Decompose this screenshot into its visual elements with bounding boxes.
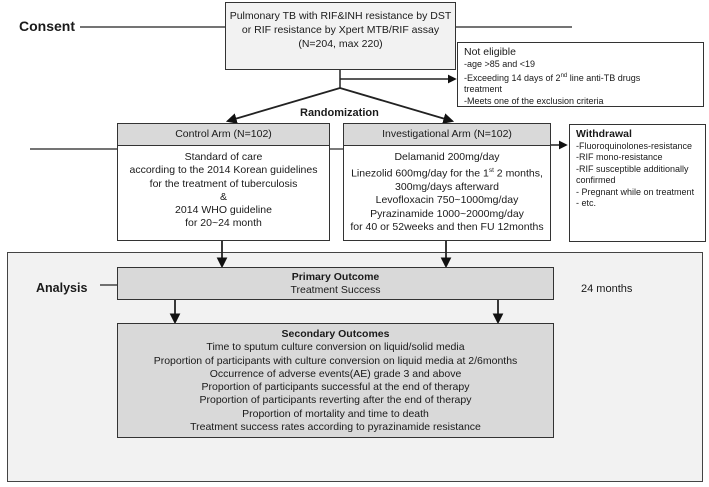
analysis-label: Analysis: [36, 281, 88, 295]
not-eligible-box: Not eligible -age >85 and <19 -Exceeding…: [457, 42, 704, 107]
secondary-outcome-item: Proportion of participants successful at…: [201, 381, 470, 394]
control-arm-line: according to the 2014 Korean guidelines: [129, 164, 318, 177]
control-arm-line: for 20~24 month: [185, 217, 262, 230]
not-eligible-title: Not eligible: [464, 46, 516, 58]
withdrawal-item: -RIF mono-resistance: [576, 152, 663, 163]
control-arm-line: for the treatment of tuberculosis: [149, 177, 298, 190]
secondary-outcomes-box: Secondary Outcomes Time to sputum cultur…: [117, 323, 554, 438]
investigational-arm-title: Investigational Arm (N=102): [344, 124, 550, 147]
secondary-outcome-item: Proportion of participants with culture …: [153, 354, 518, 367]
primary-outcome-value: Treatment Success: [290, 284, 381, 296]
primary-outcome-box: Primary Outcome Treatment Success: [117, 267, 554, 300]
withdrawal-item: - etc.: [576, 198, 597, 209]
eligibility-line: Pulmonary TB with RIF&INH resistance by …: [229, 10, 452, 22]
secondary-outcome-item: Time to sputum culture conversion on liq…: [206, 341, 465, 354]
not-eligible-item: -Exceeding 14 days of 2nd line anti-TB d…: [464, 72, 641, 83]
eligibility-box: Pulmonary TB with RIF&INH resistance by …: [225, 2, 456, 70]
investigational-arm-line: 300mg/days afterward: [395, 181, 499, 194]
eligibility-line: or RIF resistance by Xpert MTB/RIF assay: [241, 24, 440, 36]
secondary-outcome-item: Proportion of mortality and time to deat…: [242, 407, 429, 420]
control-arm-line: &: [219, 190, 227, 203]
not-eligible-item-cont: treatment: [464, 84, 503, 94]
eligibility-line: (N=204, max 220): [298, 38, 383, 50]
primary-outcome-title: Primary Outcome: [291, 271, 380, 283]
withdrawal-title: Withdrawal: [576, 128, 632, 140]
consent-label: Consent: [19, 18, 75, 34]
investigational-arm-line: for 40 or 52weeks and then FU 12months: [350, 220, 544, 233]
withdrawal-item: -RIF susceptible additionally confirmed: [576, 163, 689, 186]
investigational-arm-line: Pyrazinamide 1000~2000mg/day: [370, 207, 524, 220]
investigational-arm-line: Levofloxacin 750~1000mg/day: [375, 194, 519, 207]
secondary-outcome-item: Treatment success rates according to pyr…: [190, 421, 481, 434]
investigational-arm-line: Delamanid 200mg/day: [394, 151, 500, 164]
randomization-label: Randomization: [300, 107, 379, 119]
withdrawal-item: -Fluoroquinolones-resistance: [576, 141, 693, 151]
control-arm-title: Control Arm (N=102): [118, 124, 329, 147]
not-eligible-item: -Meets one of the exclusion criteria: [464, 95, 604, 106]
to-control-arrow: [225, 87, 341, 124]
secondary-outcome-item: Occurrence of adverse events(AE) grade 3…: [209, 367, 462, 380]
investigational-arm-line: Linezolid 600mg/day for the 1st 2 months…: [351, 167, 543, 180]
control-arm-line: Standard of care: [184, 151, 263, 164]
control-arm-box: Control Arm (N=102) Standard of care acc…: [117, 123, 330, 241]
control-arm-line: 2014 WHO guideline: [175, 204, 272, 217]
secondary-outcome-item: Proportion of participants reverting aft…: [199, 394, 472, 407]
investigational-arm-box: Investigational Arm (N=102) Delamanid 20…: [343, 123, 551, 241]
to-investigational-arrow: [339, 87, 455, 124]
secondary-outcomes-title: Secondary Outcomes: [281, 328, 390, 340]
withdrawal-box: Withdrawal -Fluoroquinolones-resistance …: [569, 124, 706, 242]
withdrawal-item: - Pregnant while on treatment: [576, 186, 695, 197]
not-eligible-item: -age >85 and <19: [464, 59, 536, 69]
duration-label: 24 months: [581, 283, 633, 295]
